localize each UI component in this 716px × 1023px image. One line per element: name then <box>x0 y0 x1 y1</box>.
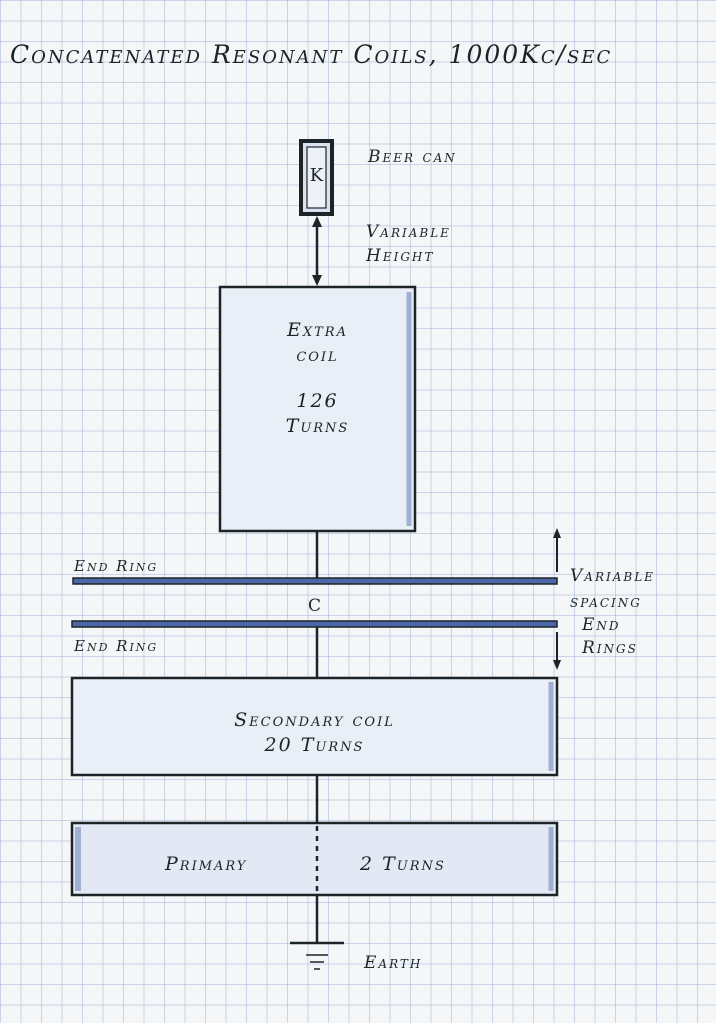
end-ring-top-label: End Ring <box>74 557 159 575</box>
variable-spacing-label-1: Variable <box>570 566 655 586</box>
variable-spacing-arrows <box>553 528 561 670</box>
secondary-coil-box <box>70 676 559 777</box>
primary-coil-box <box>70 821 559 897</box>
extra-coil-label-1: Extra <box>287 319 348 341</box>
beer-can-letter: K <box>309 165 324 186</box>
variable-spacing-label-3: End <box>582 615 621 635</box>
variable-height-arrow <box>312 216 322 286</box>
secondary-coil-label: Secondary coil <box>234 709 395 731</box>
variable-spacing-label-2: spacing <box>570 592 642 612</box>
variable-height-label-2: Height <box>366 246 435 266</box>
end-ring-bottom <box>71 620 558 628</box>
extra-coil-label-4: Turns <box>285 415 350 437</box>
capacitor-label: C <box>308 596 322 616</box>
secondary-coil-turns: 20 Turns <box>264 734 365 756</box>
end-ring-top <box>72 577 558 585</box>
earth-label: Earth <box>364 953 423 973</box>
primary-coil-label: Primary <box>165 853 248 875</box>
earth-ground-icon <box>290 941 344 970</box>
variable-height-label-1: Variable <box>366 222 451 242</box>
diagram-title: Concatenated Resonant Coils, 1000Kc/sec <box>10 40 613 69</box>
beer-can-label: Beer can <box>368 147 457 167</box>
extra-coil-label-2: coil <box>296 344 339 366</box>
variable-spacing-label-4: Rings <box>582 638 638 658</box>
primary-coil-turns: 2 Turns <box>360 853 446 875</box>
end-ring-bottom-label: End Ring <box>74 637 159 655</box>
extra-coil-turns: 126 <box>296 390 339 412</box>
